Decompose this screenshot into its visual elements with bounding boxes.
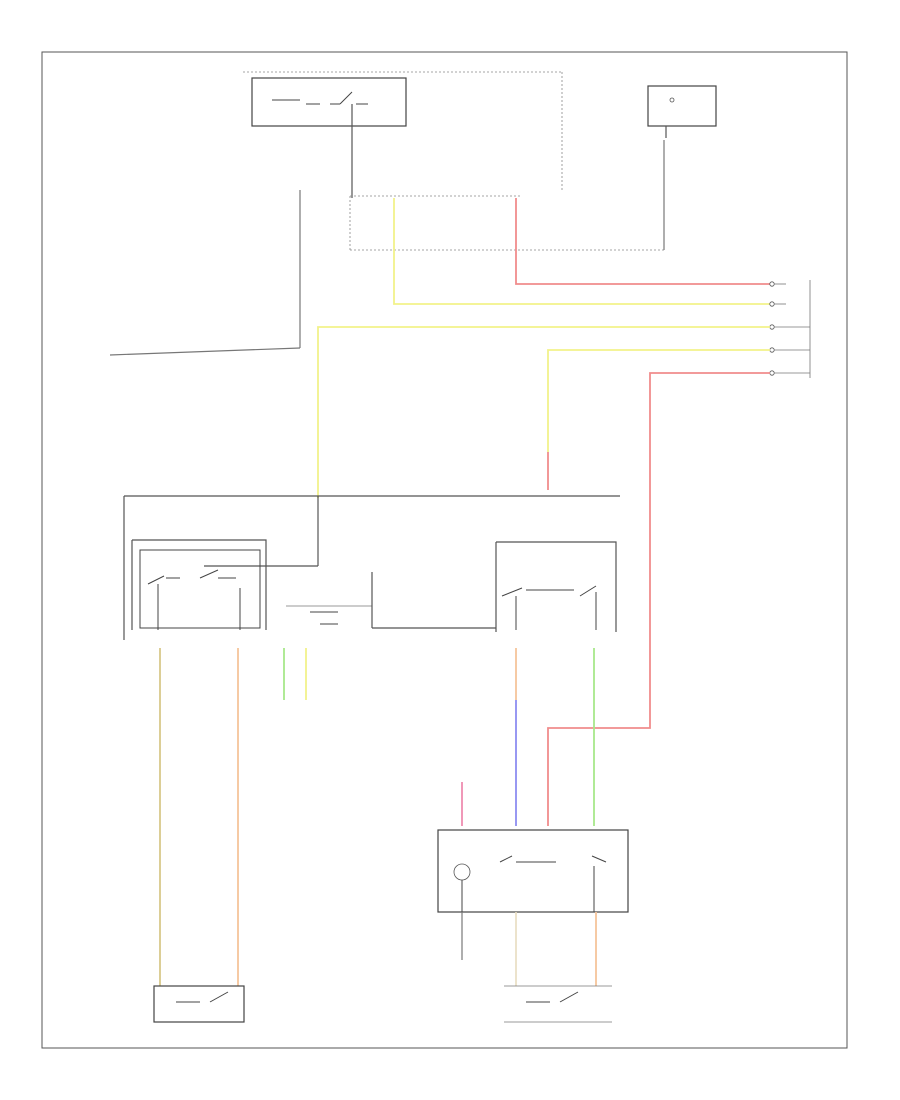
yellow-wire-mid <box>547 349 770 452</box>
red-wire-top <box>515 198 770 285</box>
driver-motor <box>153 985 245 1023</box>
fuse-box-group <box>647 85 717 250</box>
yellow-wire-driver <box>317 326 770 498</box>
passenger-motor <box>504 985 612 1023</box>
red-wire-long <box>547 372 770 826</box>
power-lock-switch <box>286 572 496 629</box>
diagram-frame <box>41 51 848 1049</box>
passenger-subswitch <box>437 829 629 913</box>
passenger-switch <box>495 541 617 632</box>
driver-switch <box>131 539 267 630</box>
relay-group <box>243 71 563 190</box>
fuse-box <box>647 85 717 127</box>
yellow-wire-top <box>393 198 770 305</box>
power-window-relay <box>251 77 407 127</box>
joint-connector <box>769 280 811 378</box>
